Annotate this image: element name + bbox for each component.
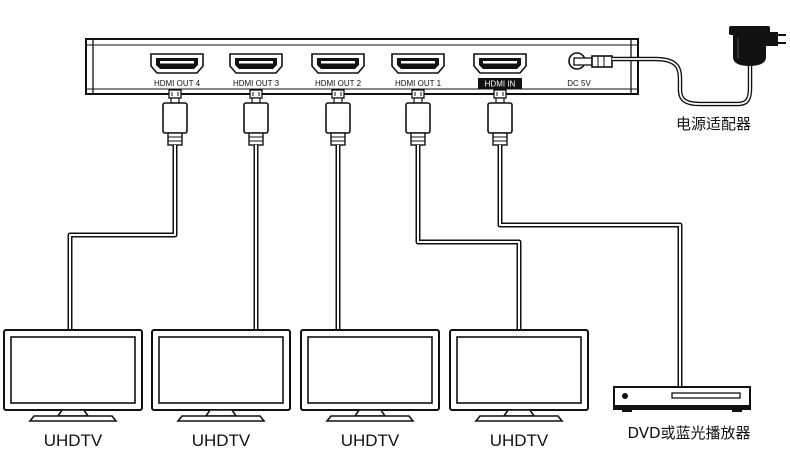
uhdtv-2 xyxy=(151,329,291,422)
cable-out-1 xyxy=(415,145,522,330)
port-label: HDMI OUT 4 xyxy=(154,79,201,88)
port-hdmi-out-1: HDMI OUT 1 xyxy=(391,53,445,88)
power-adapter-label: 电源适配器 xyxy=(676,115,751,133)
hdmi-plug-out-2 xyxy=(325,89,351,146)
uhdtv-label: UHDTV xyxy=(490,431,549,450)
port-hdmi-in: HDMI IN xyxy=(473,53,527,89)
cable-out-4 xyxy=(67,145,178,330)
hdmi-plug-out-1 xyxy=(405,89,431,146)
power-adapter xyxy=(729,26,786,66)
uhdtv-3 xyxy=(300,329,440,422)
uhdtv-4 xyxy=(449,329,589,422)
port-label: HDMI OUT 1 xyxy=(395,79,442,88)
uhdtv-label: UHDTV xyxy=(192,431,251,450)
port-hdmi-out-3: HDMI OUT 3 xyxy=(229,53,283,88)
port-hdmi-out-4: HDMI OUT 4 xyxy=(150,53,204,88)
uhdtv-label: UHDTV xyxy=(341,431,400,450)
hdmi-plug-out-3 xyxy=(243,89,269,146)
port-label: HDMI OUT 2 xyxy=(315,79,362,88)
port-hdmi-out-2: HDMI OUT 2 xyxy=(311,53,365,88)
dc-jack-label: DC 5V xyxy=(567,79,591,88)
dvd-bluray-player xyxy=(613,386,751,412)
uhdtv-label: UHDTV xyxy=(44,431,103,450)
port-label: HDMI IN xyxy=(485,80,516,89)
player-label: DVD或蓝光播放器 xyxy=(627,424,750,442)
uhdtv-1 xyxy=(3,329,143,422)
port-label: HDMI OUT 3 xyxy=(233,79,280,88)
hdmi-plug-in xyxy=(487,89,513,146)
power-cable xyxy=(573,55,753,107)
hdmi-plug-out-4 xyxy=(162,89,188,146)
hdmi-cables xyxy=(67,145,683,387)
